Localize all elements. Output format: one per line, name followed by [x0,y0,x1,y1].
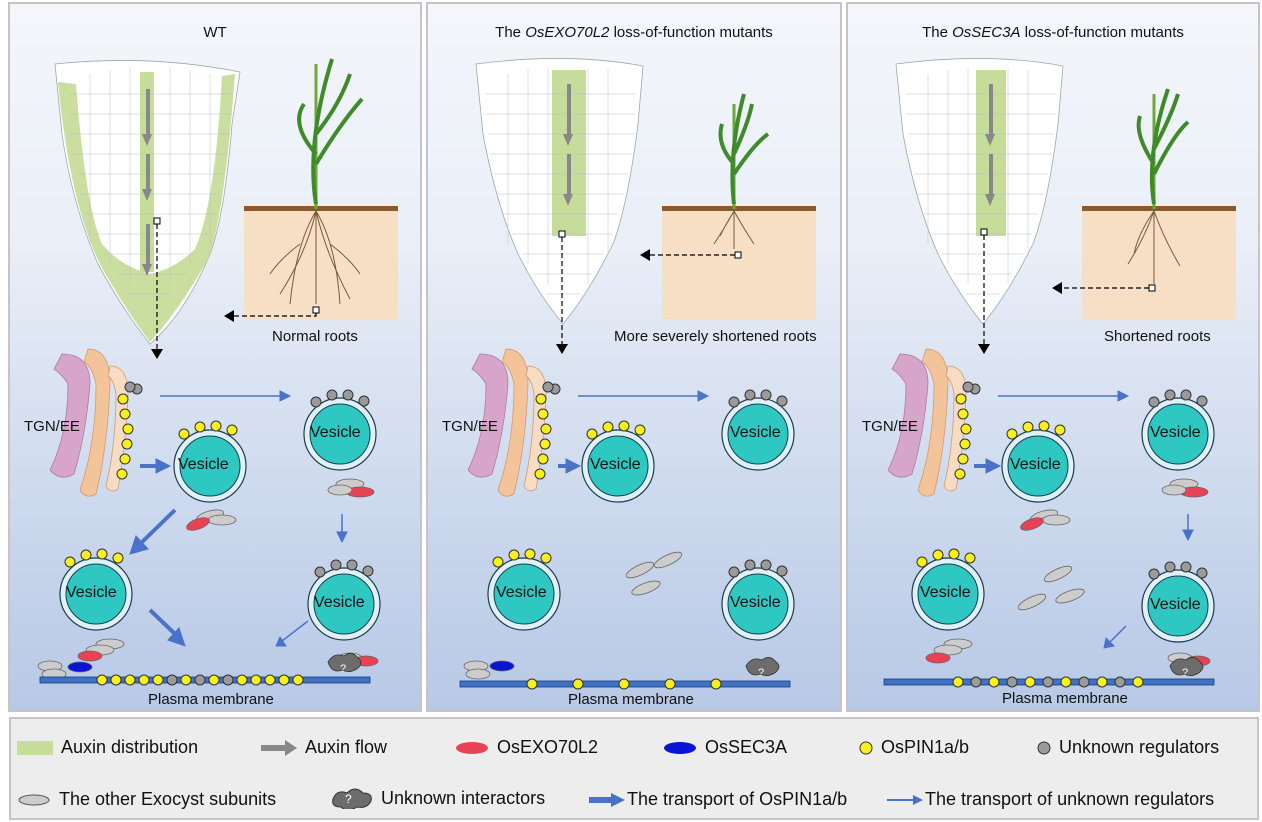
plant-illustration [224,58,398,322]
title-prefix: The [495,24,526,41]
title-gene: OsEXO70L2 [525,24,610,41]
tgn-label: TGN/EE [862,418,918,435]
plant-illustration [1052,88,1236,319]
vesicle-label: Vesicle [314,594,365,611]
thin-blue-arrow-icon [887,794,923,805]
vesicle-label: Vesicle [1150,596,1201,613]
transport-arrows [129,390,348,647]
svg-text:?: ? [758,667,764,679]
cloud-question-icon: ? [332,788,372,809]
panel-ossec3a-art: ? [883,58,1236,688]
title-text: WT [203,24,227,41]
vesicle-label: Vesicle [590,456,641,473]
vesicle-label: Vesicle [178,456,229,473]
transport-arrows [558,390,710,474]
membrane-label: Plasma membrane [1002,690,1128,707]
panel-title: The OsEXO70L2 loss-of-function mutants [428,24,840,41]
legend-osexo70l2: OsEXO70L2 [455,737,598,758]
legend-label: OsPIN1a/b [881,737,970,757]
vesicles [487,397,795,641]
panel-osexo70l2-art: ? [459,58,816,690]
panel-wt: WT [8,2,422,712]
red-ellipse-icon [456,741,488,754]
legend-label: Unknown interactors [381,787,546,808]
grey-dot-icon [1037,741,1051,754]
root-caption: Shortened roots [1104,328,1211,345]
vesicles [59,397,381,641]
legend-ospin1: OsPIN1a/b [859,737,969,758]
legend-unknown-regulators: Unknown regulators [1037,737,1219,758]
title-prefix: The [922,24,953,41]
auxin-swatch [17,740,53,755]
blue-ellipse-icon [664,741,696,754]
membrane-label: Plasma membrane [568,691,694,708]
panel-wt-art: ? [37,58,398,686]
vesicle-label: Vesicle [730,594,781,611]
tgn-illustration [467,348,561,497]
root-tip-illustration [54,60,241,359]
panel-title: WT [10,24,420,41]
grey-ellipse-icon [18,794,50,805]
legend-transport-pin: The transport of OsPIN1a/b [589,789,847,810]
legend-transport-unknown: The transport of unknown regulators [887,789,1214,810]
vesicles [911,397,1215,643]
grey-arrow-icon [261,739,297,756]
vesicle-label: Vesicle [310,424,361,441]
vesicle-label: Vesicle [496,584,547,601]
svg-text:?: ? [345,792,352,806]
auxin-region [58,74,235,342]
vesicle-label: Vesicle [730,424,781,441]
legend-label: The transport of unknown regulators [925,789,1215,809]
vesicle-label: Vesicle [1150,424,1201,441]
legend-auxin-flow: Auxin flow [261,737,387,758]
panel-ossec3a: The OsSEC3A loss-of-function mutants [846,2,1260,712]
legend-label: Unknown regulators [1059,737,1220,757]
tgn-label: TGN/EE [442,418,498,435]
tgn-label: TGN/EE [24,418,80,435]
legend-label: The transport of OsPIN1a/b [627,789,848,809]
svg-text:?: ? [340,663,346,675]
transport-arrows [974,390,1194,649]
tgn-illustration [887,348,981,497]
legend-label: Auxin distribution [61,737,199,757]
root-caption: More severely shortened roots [614,328,817,345]
svg-text:?: ? [1182,667,1188,679]
tgn-illustration [49,348,143,497]
vesicle-label: Vesicle [1010,456,1061,473]
legend: Auxin distribution Auxin flow OsEXO70L2 … [9,717,1259,820]
title-suffix: loss-of-function mutants [1020,24,1184,41]
legend-label: Auxin flow [305,737,388,757]
legend-auxin-distribution: Auxin distribution [17,737,198,758]
root-tip-illustration [895,58,1064,354]
title-suffix: loss-of-function mutants [609,24,773,41]
plant-illustration [640,93,816,319]
legend-label: OsSEC3A [705,737,788,757]
legend-label: OsEXO70L2 [497,737,599,757]
panel-title: The OsSEC3A loss-of-function mutants [848,24,1258,41]
legend-other-exocyst: The other Exocyst subunits [17,789,276,810]
legend-label: The other Exocyst subunits [59,789,277,809]
root-tip-illustration [475,58,644,354]
exocyst-complex [463,551,683,680]
thick-blue-arrow-icon [589,792,625,807]
legend-ossec3a: OsSEC3A [663,737,787,758]
yellow-dot-icon [859,741,873,754]
root-caption: Normal roots [272,328,358,345]
legend-unknown-interactors: ? Unknown interactors [329,787,545,809]
vesicle-label: Vesicle [920,584,971,601]
membrane-label: Plasma membrane [148,691,274,708]
vesicle-label: Vesicle [66,584,117,601]
title-gene: OsSEC3A [952,24,1021,41]
exocyst-complex [37,478,379,680]
panel-osexo70l2: The OsEXO70L2 loss-of-function mutants [426,2,842,712]
